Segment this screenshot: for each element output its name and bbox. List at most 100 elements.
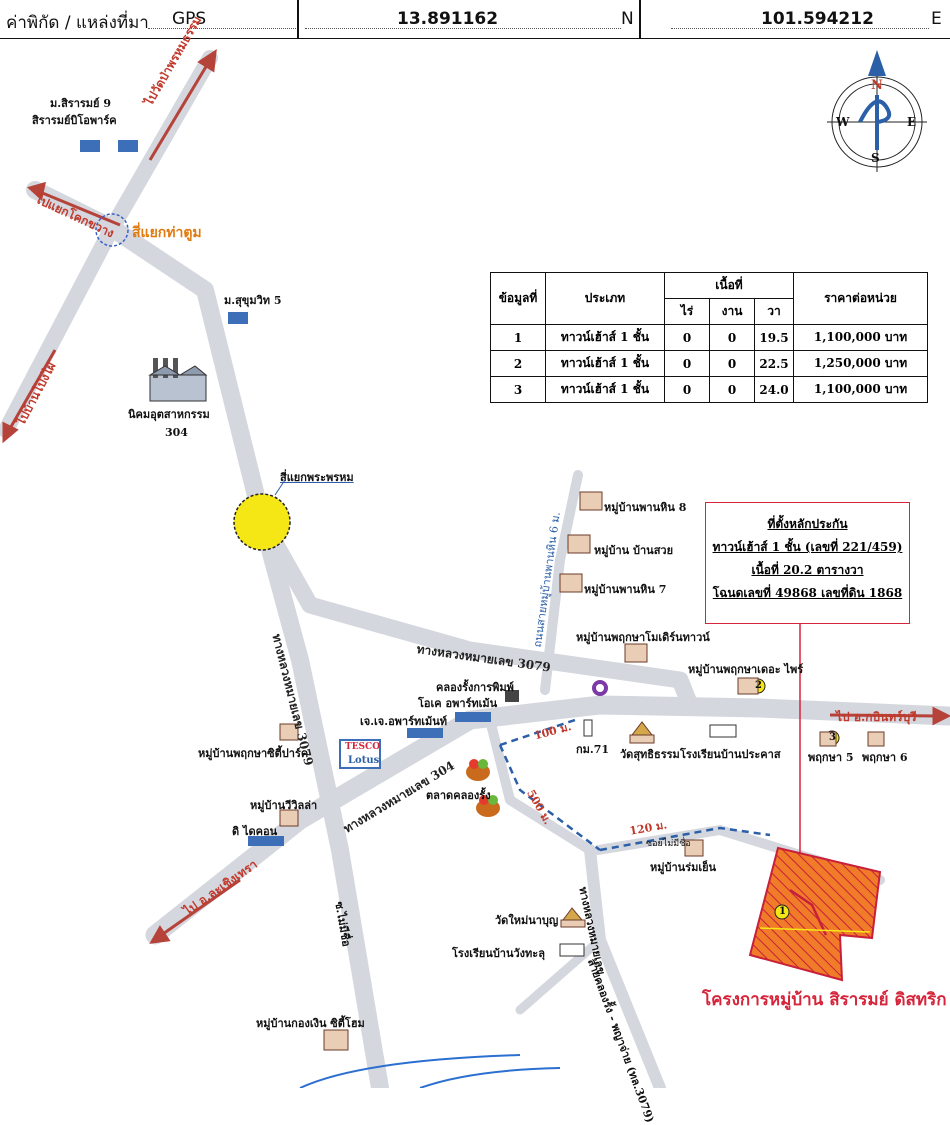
village-house-icon [567, 534, 591, 554]
label-phra-phrom: สี่แยกพระพรหม [280, 471, 354, 484]
village-house-icon [819, 731, 837, 747]
house-icon [118, 140, 138, 152]
office-icon [248, 836, 284, 846]
side-road-south [485, 715, 595, 855]
road-3079 [253, 511, 699, 714]
label-siram-biopark: สิรารมย์บิโอพาร์ค [32, 114, 117, 127]
school-icon [709, 724, 737, 738]
label-pan-hin7: หมู่บ้านพานหิน 7 [584, 583, 667, 596]
table-row: 1 ทาวน์เฮ้าส์ 1 ชั้น 0 0 19.5 1,100,000 … [490, 324, 928, 351]
route-100m [499, 718, 576, 747]
map-canvas [0, 48, 950, 1088]
label-pruksa-city-park: หมู่บ้านพฤกษาซิตี้ปาร์ค [198, 747, 309, 760]
tesco-lotus-icon [339, 739, 381, 769]
label-wat-suthi: วัดสุทธิธรรม [620, 748, 680, 761]
th-wa: วา [754, 298, 794, 325]
label-soi-no-name: ซอยไม่มีชื่อ [646, 839, 691, 849]
house-icon [228, 312, 248, 324]
label-pruksa-the-price: หมู่บ้านพฤกษาเดอะ ไพร์ [688, 663, 804, 676]
compass-e: E [907, 115, 917, 129]
road-main-north-south [26, 181, 389, 1088]
village-house-icon [737, 677, 759, 695]
compass-n: N [871, 78, 883, 93]
compass-s: S [871, 151, 880, 165]
village-house-icon [559, 573, 583, 593]
label-siram9: ม.สิรารมย์ 9 [50, 97, 111, 110]
coord-source: GPS [172, 9, 207, 29]
km-post-icon [583, 719, 593, 737]
arrow-wat-pa-phrom [148, 59, 212, 161]
village-house-icon [323, 1029, 349, 1051]
collateral-title: ที่ตั้งหลักประกัน [767, 517, 848, 531]
label-kong-ngern: หมู่บ้านกองเงิน ซิตี้โฮม [256, 1017, 365, 1030]
th-price: ราคาต่อหน่วย [793, 272, 928, 325]
village-house-icon [279, 809, 299, 827]
factory-icon [148, 358, 208, 402]
label-ban-rom-yen: หมู่บ้านร่มเย็น [650, 861, 717, 874]
junction-phra-phrom [233, 493, 291, 551]
arrow-prachinburi [829, 713, 941, 718]
compass-rose-icon [827, 50, 927, 172]
label-to-prachinburi: ไป อ.กบินทร์บุรี [836, 710, 917, 724]
route-500m [498, 744, 601, 851]
arrowhead [197, 48, 217, 73]
label-sukhumvit5: ม.สุขุมวิท 5 [224, 294, 282, 307]
apartment-icon [455, 712, 491, 722]
label-school-prakat: โรงเรียนบ้านประคาส [680, 748, 781, 761]
label-pruksa-modern: หมู่บ้านพฤกษาโมเดิร์นทาวน์ [576, 631, 710, 644]
village-house-icon [279, 723, 299, 741]
th-rai: ไร่ [664, 298, 710, 325]
label-pan-hin8: หมู่บ้านพานหิน 8 [604, 501, 687, 514]
latitude: 13.891162 [397, 9, 499, 29]
route-120m [599, 826, 771, 852]
arrow-khok-kwang [39, 190, 121, 227]
collateral-box: ที่ตั้งหลักประกัน ทาวน์เฮ้าส์ 1 ชั้น (เล… [705, 502, 910, 624]
label-dicon: ดิ ไดคอน [232, 825, 278, 838]
th-ngan: งาน [709, 298, 755, 325]
th-type: ประเภท [545, 272, 665, 325]
village-house-icon [684, 839, 704, 857]
label-industrial-no: 304 [165, 426, 188, 439]
label-lotus: Lotus [348, 755, 380, 766]
village-house-icon [624, 643, 648, 663]
village-house-icon [579, 491, 603, 511]
collateral-line3: โฉนดเลขที่ 49868 เลขที่ดิน 1868 [712, 586, 903, 600]
junction-tha-tum [95, 213, 129, 247]
project-title: โครงการหมู่บ้าน สิรารมย์ ดิสทริก [702, 990, 947, 1010]
label-km71: กม.71 [576, 743, 610, 756]
label-industrial: นิคมอุตสาหกรรม [128, 408, 210, 421]
arrow-chachoengsao [159, 878, 241, 938]
label-wat-mai-nabun: วัดใหม่นาบุญ [495, 914, 559, 927]
village-house-icon [867, 731, 885, 747]
label-wiwilla: หมู่บ้านวีวิลล่า [250, 799, 318, 812]
dotted-line [148, 28, 296, 29]
lon-suffix: E [931, 9, 942, 29]
coord-label: ค่าพิกัด / แหล่งที่มา [6, 13, 149, 33]
river [299, 1054, 521, 1088]
road-branch [515, 935, 605, 1015]
table-row: 2 ทาวน์เฮ้าส์ 1 ชั้น 0 0 22.5 1,250,000 … [490, 350, 928, 377]
coordinate-header: ค่าพิกัด / แหล่งที่มา GPS 13.891162 N 10… [0, 0, 950, 39]
label-jj-apartment: เจ.เจ.อพาร์ทเม้นท์ [360, 715, 448, 728]
marker-2-label: 2 [755, 680, 762, 691]
label-pruksa5: พฤกษา 5 [808, 751, 854, 764]
label-ban-suay: หมู่บ้าน บ้านสวย [594, 544, 674, 557]
compass-w: W [836, 115, 850, 129]
price-table: ข้อมูลที่ ประเภท เนื้อที่ ราคาต่อหน่วย ไ… [490, 272, 928, 403]
lat-suffix: N [621, 9, 634, 29]
th-area: เนื้อที่ [664, 272, 794, 299]
label-talad: ตลาดคลองรั้ง [426, 789, 491, 802]
arrow-ban-bo-pai [6, 349, 57, 433]
table-row: 3 ทาวน์เฮ้าส์ 1 ชั้น 0 0 24.0 1,100,000 … [490, 376, 928, 403]
collateral-line1: ทาวน์เฮ้าส์ 1 ชั้น (เลขที่ 221/459) [712, 540, 903, 554]
longitude: 101.594212 [761, 9, 874, 29]
house-icon [80, 140, 100, 152]
lon-cell: 101.594212 E [639, 0, 950, 38]
apartment-icon [407, 728, 443, 738]
marker-1 [774, 904, 790, 920]
marker-1-label: 1 [779, 906, 786, 917]
label-ok-apartment: โอเค อพาร์ทเม้น [418, 697, 498, 710]
label-khlong-rung-print: คลองรั้งการพิมพ์ [436, 681, 514, 694]
th-no: ข้อมูลที่ [490, 272, 546, 325]
side-road-north [540, 470, 583, 695]
